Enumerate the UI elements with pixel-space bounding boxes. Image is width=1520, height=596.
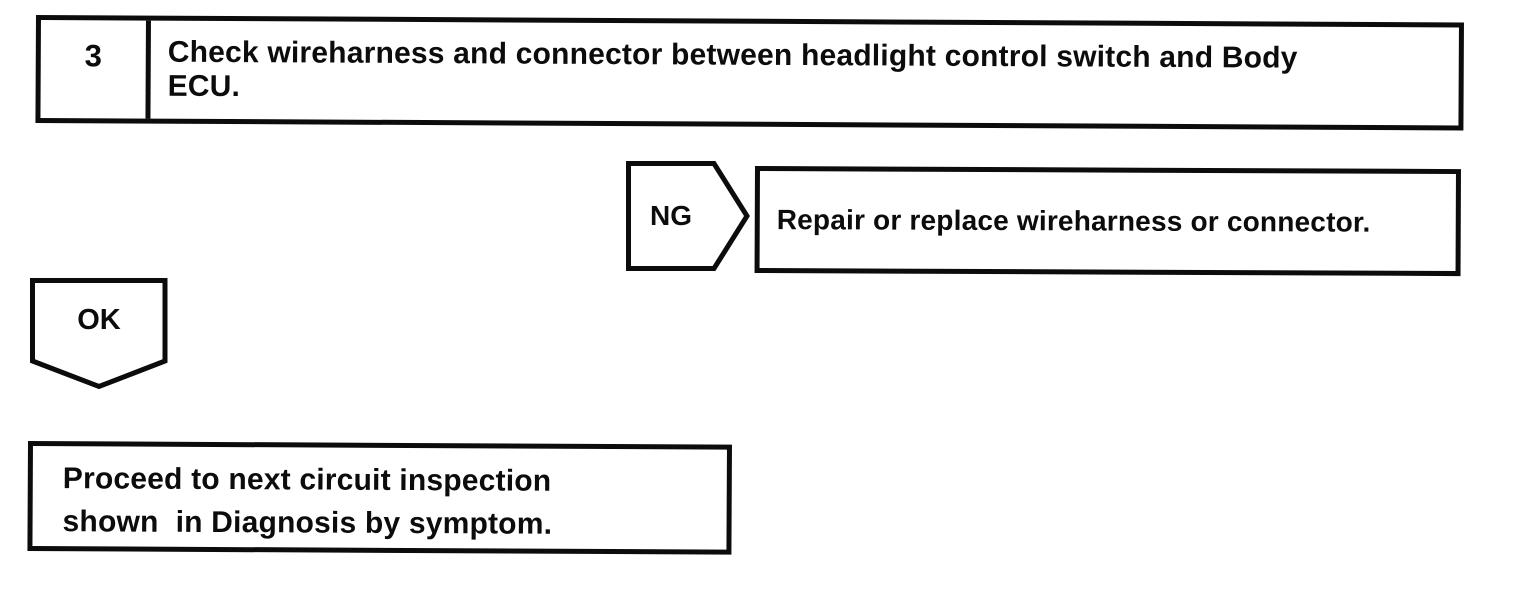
step-instruction-line-2: ECU. (167, 69, 241, 104)
ok-result-box: Proceed to next circuit inspection shown… (27, 441, 732, 555)
ng-label: NG (650, 200, 692, 231)
step-number: 3 (40, 20, 151, 119)
ok-result-line-2: shown in Diagnosis by symptom. (62, 505, 553, 541)
step-instruction: Check wireharness and connector between … (150, 21, 1458, 126)
step-instruction-line-1: Check wireharness and connector between … (167, 35, 1298, 75)
ok-connector: OK (30, 278, 168, 390)
step-box: 3 Check wireharness and connector betwee… (35, 15, 1464, 131)
ng-connector: NG (626, 161, 750, 271)
ng-result-box: Repair or replace wireharness or connect… (754, 166, 1461, 277)
ok-label: OK (77, 303, 121, 336)
ng-pentagon-icon (626, 161, 750, 271)
ng-result-text: Repair or replace wireharness or connect… (776, 203, 1371, 238)
ok-result-line-1: Proceed to next circuit inspection (62, 462, 552, 498)
ok-pentagon-icon (30, 278, 168, 390)
